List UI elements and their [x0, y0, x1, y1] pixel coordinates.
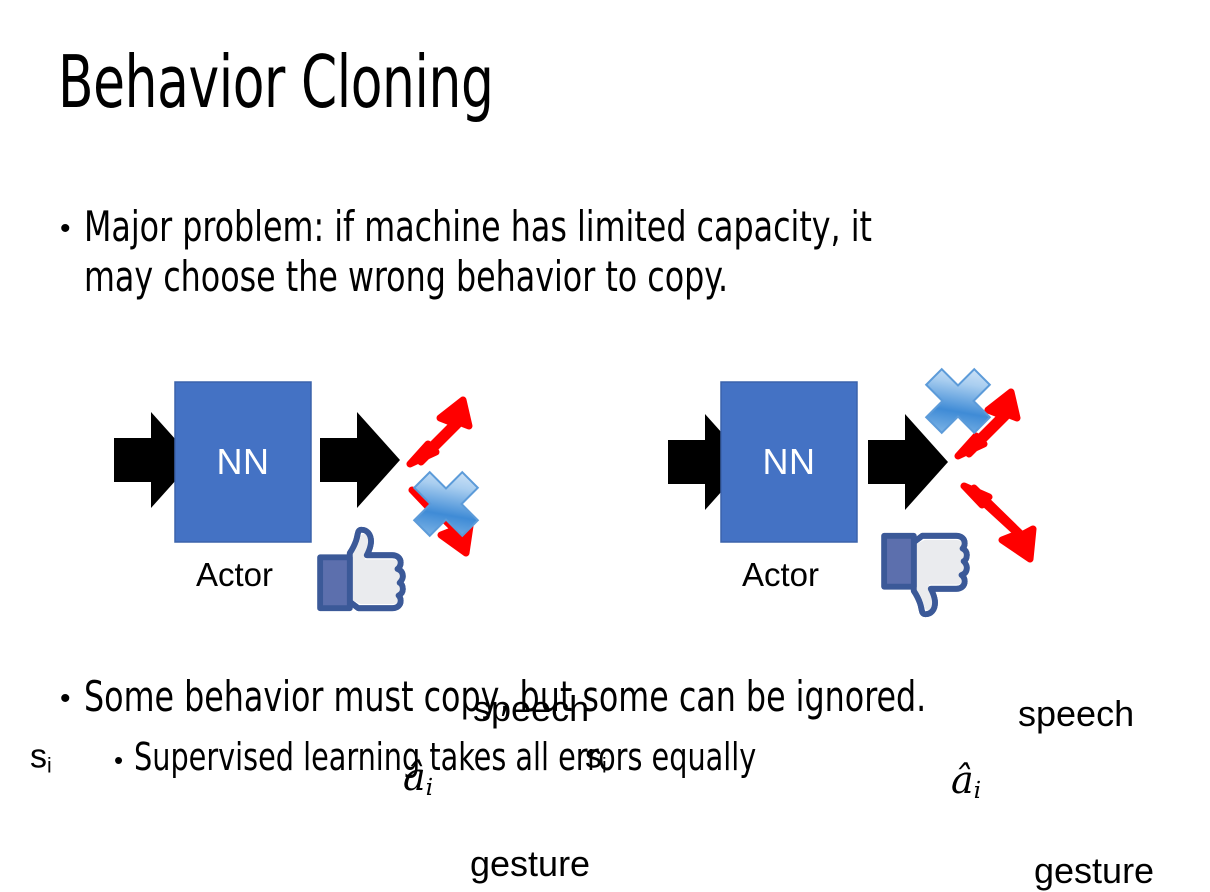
state-label-left: si	[30, 737, 52, 778]
thumbs-up-icon	[317, 526, 406, 612]
input-arrow-right	[668, 414, 748, 510]
diagram-negative-example: si	[568, 340, 1168, 891]
actor-caption-right: Actor	[742, 556, 820, 593]
action-label-left: âi	[403, 755, 434, 802]
page-title: Behavior Cloning	[58, 40, 494, 124]
branch-label-speech-left: speech	[473, 688, 590, 729]
bullet-marker-icon: •	[60, 212, 71, 245]
diagram-left-graphics	[114, 381, 480, 612]
bullet-supervised-learning-text: Supervised learning takes all errors equ…	[134, 735, 757, 779]
speech-arrow-right	[954, 388, 1021, 460]
branch-label-gesture-right: gesture	[1034, 850, 1155, 891]
nn-label-right: NN	[762, 441, 816, 482]
nn-label-left: NN	[216, 441, 270, 482]
output-arrow-left	[320, 412, 400, 508]
bullet-some-behavior: • Some behavior must copy, but some can …	[60, 672, 1190, 722]
branch-label-speech-right: speech	[1018, 693, 1135, 734]
action-label-right: âi	[951, 758, 982, 805]
output-arrow-right	[868, 414, 948, 510]
cross-out-speech-icon	[924, 367, 992, 435]
actor-caption-left: Actor	[196, 556, 274, 593]
state-label-right: si	[585, 737, 607, 778]
diagram-positive-example: si	[22, 340, 622, 884]
gesture-arrow-right	[960, 482, 1037, 563]
speech-arrow-left	[406, 396, 473, 468]
bullet-supervised-learning: • Supervised learning takes all errors e…	[114, 735, 1174, 780]
bullet-marker-icon: •	[60, 682, 71, 715]
bullet-marker-icon: •	[114, 745, 124, 775]
input-arrow-left	[114, 412, 194, 508]
thumbs-down-icon	[881, 532, 970, 618]
cross-out-gesture-icon	[412, 470, 480, 538]
nn-box-right	[720, 381, 858, 543]
bullet-some-behavior-text: Some behavior must copy, but some can be…	[83, 672, 926, 721]
branch-label-gesture-left: gesture	[470, 843, 591, 884]
bullet-major-problem: • Major problem: if machine has limited …	[60, 202, 1190, 301]
nn-box-left	[174, 381, 312, 543]
bullet-major-problem-text: Major problem: if machine has limited ca…	[83, 202, 872, 301]
diagram-right-graphics	[668, 367, 1037, 618]
